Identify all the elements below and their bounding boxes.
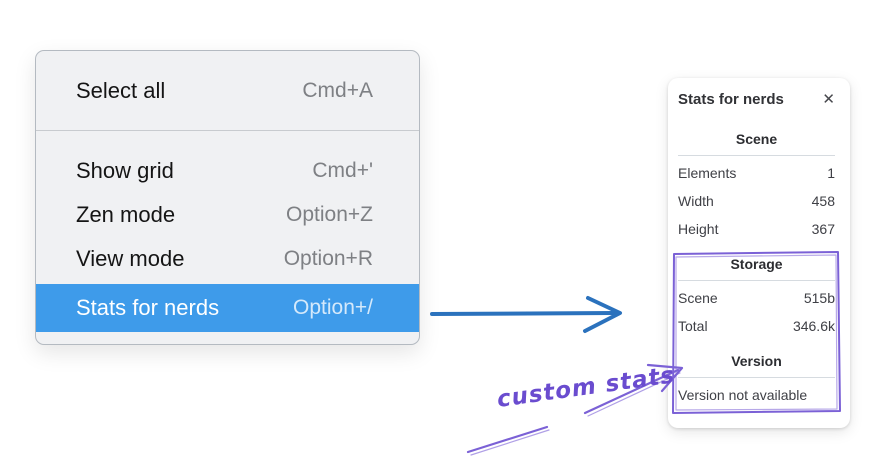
version-note: Version not available bbox=[678, 387, 808, 403]
stat-value: 1 bbox=[827, 165, 835, 181]
purple-arrow bbox=[466, 363, 684, 456]
menu-item-shortcut: Option+R bbox=[283, 247, 373, 270]
stat-label: Height bbox=[678, 221, 719, 237]
stat-value: 515b bbox=[803, 290, 835, 306]
menu-item-label: Stats for nerds bbox=[76, 295, 220, 320]
context-menu: Select all Cmd+A Show grid Cmd+' Zen mod… bbox=[35, 50, 420, 345]
custom-stats-annotation: custom stats bbox=[495, 362, 677, 413]
menu-item-select-all[interactable]: Select all Cmd+A bbox=[36, 69, 419, 113]
menu-item-label: Zen mode bbox=[76, 202, 176, 227]
stat-value: 458 bbox=[811, 193, 835, 209]
stats-panel: Stats for nerds ✕ Scene Elements 1 Width… bbox=[668, 78, 850, 428]
menu-item-shortcut: Option+Z bbox=[286, 203, 373, 226]
stats-section-header-scene: Scene bbox=[678, 131, 835, 156]
stat-label: Total bbox=[678, 318, 708, 334]
menu-item-label: Select all bbox=[76, 78, 166, 103]
menu-item-view-mode[interactable]: View mode Option+R bbox=[36, 237, 419, 281]
blue-arrow bbox=[430, 296, 622, 333]
stat-row-scene-storage: Scene 515b bbox=[678, 284, 835, 312]
stat-label: Scene bbox=[678, 290, 718, 306]
menu-item-label: Show grid bbox=[76, 158, 174, 183]
stat-row-height: Height 367 bbox=[678, 215, 835, 243]
stats-panel-title: Stats for nerds bbox=[678, 90, 784, 108]
stats-section-header-version: Version bbox=[678, 353, 835, 378]
stat-row-width: Width 458 bbox=[678, 187, 835, 215]
stat-value: 367 bbox=[811, 221, 835, 237]
menu-item-show-grid[interactable]: Show grid Cmd+' bbox=[36, 149, 419, 193]
stats-section-header-storage: Storage bbox=[678, 256, 835, 281]
stats-panel-header: Stats for nerds ✕ bbox=[678, 89, 835, 109]
stat-label: Width bbox=[678, 193, 714, 209]
stat-label: Elements bbox=[678, 165, 737, 181]
stat-row-total-storage: Total 346.6k bbox=[678, 312, 835, 340]
menu-item-label: View mode bbox=[76, 246, 185, 271]
stats-section-storage: Scene 515b Total 346.6k bbox=[678, 284, 835, 340]
menu-item-zen-mode[interactable]: Zen mode Option+Z bbox=[36, 193, 419, 237]
menu-item-shortcut: Option+/ bbox=[293, 296, 373, 319]
menu-item-shortcut: Cmd+' bbox=[312, 159, 373, 182]
stats-section-scene: Elements 1 Width 458 Height 367 bbox=[678, 159, 835, 243]
stat-value: 346.6k bbox=[792, 318, 835, 334]
close-icon[interactable]: ✕ bbox=[816, 92, 835, 107]
menu-item-stats-for-nerds[interactable]: Stats for nerds Option+/ bbox=[36, 284, 419, 332]
menu-divider bbox=[36, 130, 419, 131]
menu-item-shortcut: Cmd+A bbox=[302, 79, 373, 102]
stat-row-elements: Elements 1 bbox=[678, 159, 835, 187]
